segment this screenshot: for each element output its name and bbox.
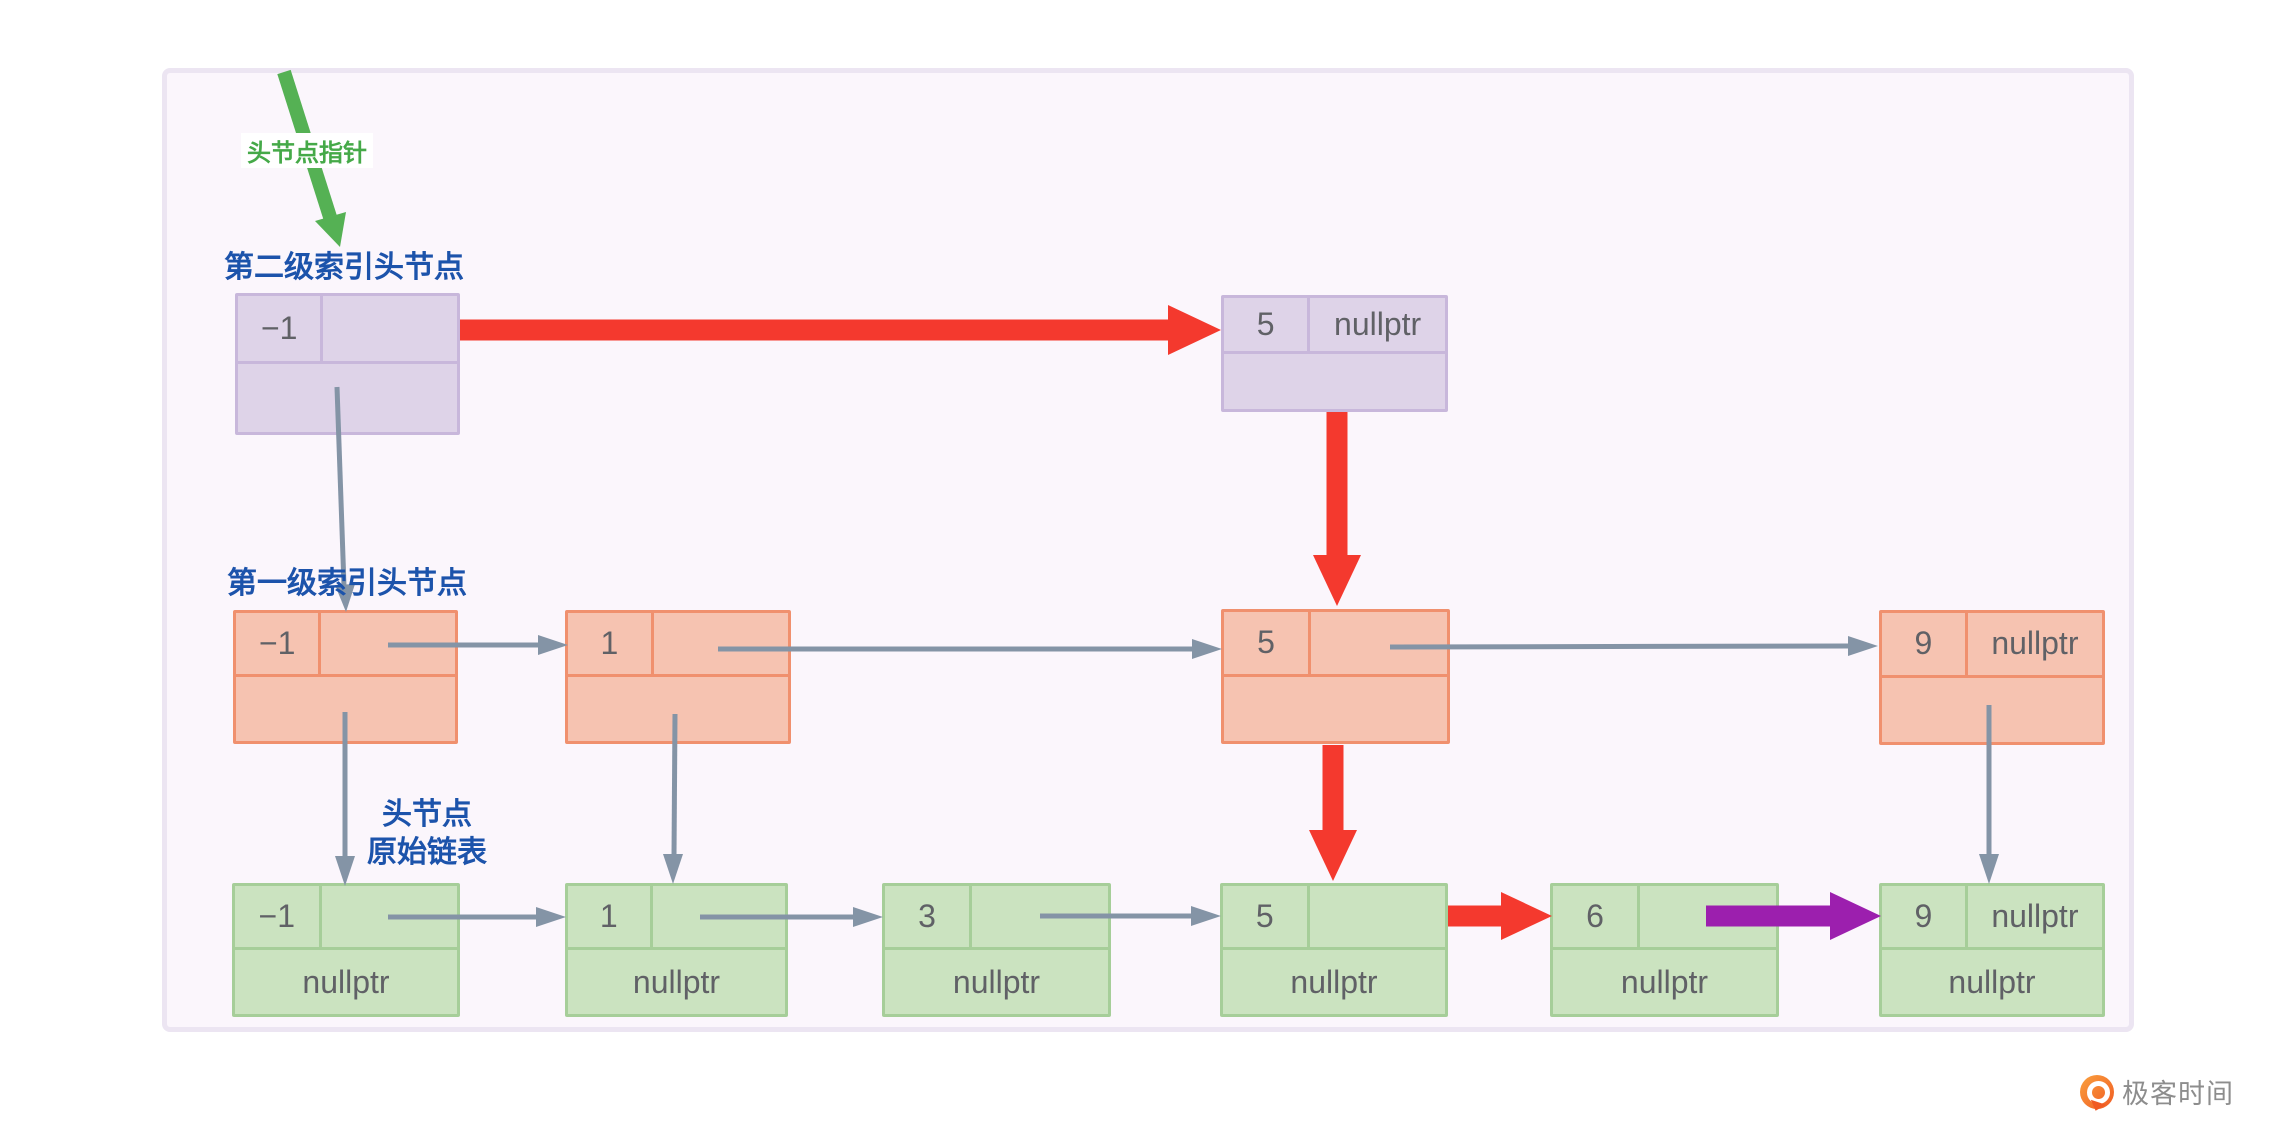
node-list-3: 3 nullptr: [882, 883, 1111, 1017]
node-value: 5: [1224, 298, 1311, 352]
node-down-pointer: [236, 677, 455, 741]
node-list-9: 9 nullptr nullptr: [1879, 883, 2105, 1017]
node-next-pointer: [321, 613, 455, 674]
node-level1-1: 1: [565, 610, 791, 744]
node-list-1: 1 nullptr: [565, 883, 788, 1017]
node-down-pointer: [238, 364, 457, 432]
node-down-pointer: [1224, 677, 1447, 741]
node-next-pointer: [1310, 886, 1445, 947]
node-level2-head: −1: [235, 293, 460, 435]
node-next-pointer: [653, 886, 785, 947]
node-next-pointer: [322, 886, 457, 947]
node-next-pointer: nullptr: [1991, 898, 2079, 935]
node-next-pointer: [1640, 886, 1776, 947]
node-down-pointer: [1882, 678, 2102, 742]
original-list-head-label-line1: 头节点: [382, 798, 472, 831]
node-value: 3: [885, 886, 972, 948]
level2-head-label: 第二级索引头节点: [224, 251, 464, 284]
node-level1-head: −1: [233, 610, 458, 744]
node-next-pointer: [654, 613, 788, 674]
node-next-pointer: [1311, 612, 1447, 674]
node-value: −1: [238, 296, 324, 362]
node-value: 1: [568, 613, 654, 675]
node-list-5: 5 nullptr: [1220, 883, 1448, 1017]
node-value: 6: [1553, 886, 1640, 948]
node-level2-5: 5 nullptr: [1221, 295, 1448, 412]
node-down-pointer: nullptr: [1620, 963, 1709, 1000]
node-next-pointer: [972, 886, 1108, 947]
node-next-pointer: nullptr: [1334, 306, 1422, 343]
node-down-pointer: nullptr: [1290, 963, 1378, 1000]
original-list-head-label: 头节点 原始链表: [352, 796, 502, 872]
node-next-pointer: nullptr: [1991, 625, 2079, 662]
node-list-6: 6 nullptr: [1550, 883, 1779, 1017]
node-value: 1: [568, 886, 653, 948]
node-down-pointer: [1224, 354, 1445, 409]
node-value: 5: [1224, 612, 1311, 674]
node-level1-5: 5: [1221, 609, 1450, 744]
geektime-logo-icon: [2080, 1074, 2114, 1113]
node-value: −1: [235, 886, 322, 948]
original-list-head-label-line2: 原始链表: [367, 836, 487, 869]
node-list-head: −1 nullptr: [232, 883, 460, 1017]
node-down-pointer: nullptr: [1948, 963, 2036, 1000]
head-pointer-label: 头节点指针: [241, 133, 373, 168]
node-down-pointer: nullptr: [632, 963, 721, 1000]
node-value: 9: [1882, 886, 1968, 948]
node-next-pointer: [323, 296, 457, 361]
node-down-pointer: nullptr: [952, 963, 1041, 1000]
node-value: 5: [1223, 886, 1310, 948]
node-value: 9: [1882, 613, 1968, 675]
node-value: −1: [236, 613, 322, 675]
node-down-pointer: [568, 677, 788, 741]
diagram-panel: [162, 68, 2134, 1032]
geektime-logo-text: 极客时间: [2122, 1079, 2234, 1109]
level1-head-label: 第一级索引头节点: [227, 567, 467, 600]
node-level1-9: 9 nullptr: [1879, 610, 2105, 745]
node-down-pointer: nullptr: [302, 963, 390, 1000]
geektime-logo: 极客时间: [2080, 1072, 2234, 1113]
